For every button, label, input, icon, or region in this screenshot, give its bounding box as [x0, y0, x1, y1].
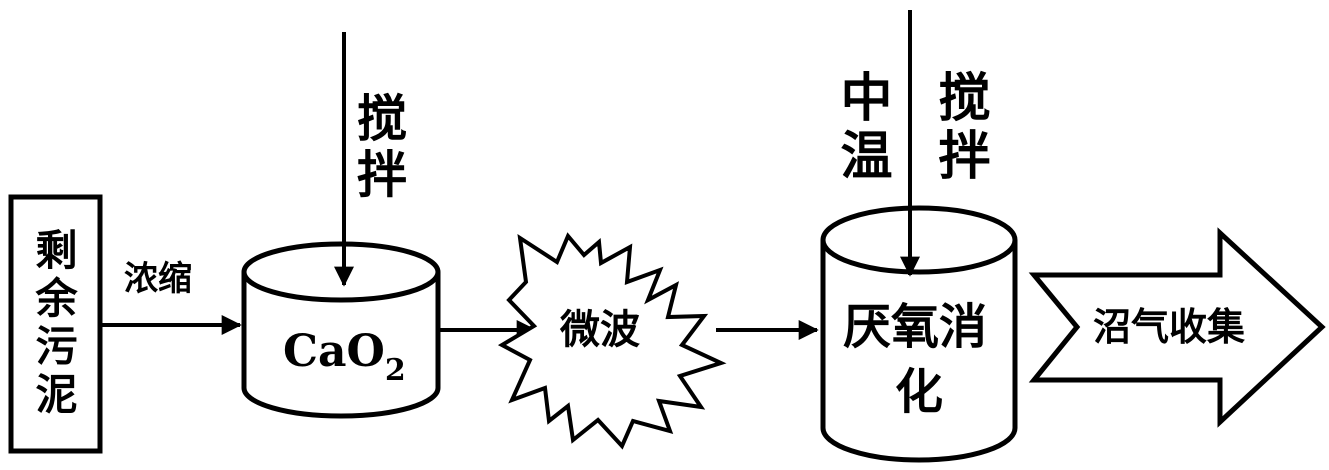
- digestion-label-line2: 化: [895, 364, 944, 420]
- biogas-block-arrow: [1028, 227, 1326, 428]
- reactor-formula-main: CaO: [283, 326, 385, 377]
- cao2-reactor-cylinder: [241, 241, 441, 419]
- concentrate-label: 浓缩: [124, 259, 192, 299]
- stir-label-1: 搅拌: [349, 92, 408, 204]
- microwave-starburst: [497, 232, 727, 450]
- digestion-label-line1: 厌氧消: [843, 299, 988, 355]
- reactor-formula-subscript: 2: [384, 353, 406, 388]
- sludge-label: 剩余污泥: [29, 228, 78, 420]
- reactor-formula: CaO2: [283, 330, 406, 386]
- sludge-box: [8, 194, 103, 454]
- mesophilic-label: 中温: [831, 70, 892, 186]
- biogas-label: 沼气收集: [1093, 304, 1246, 349]
- microwave-label: 微波: [560, 306, 640, 353]
- stir-label-2: 搅拌: [929, 70, 990, 186]
